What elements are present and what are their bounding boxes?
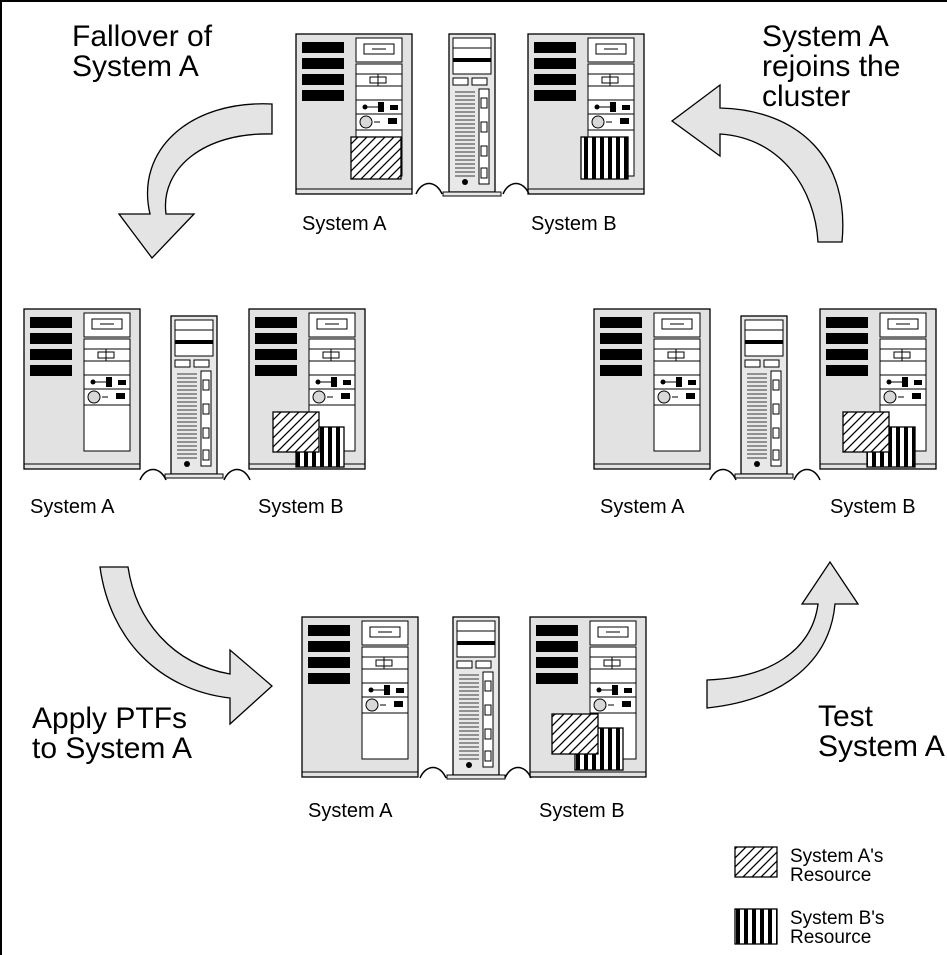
right-system-a-label: System A [600,496,685,518]
resource-a-icon [551,713,599,755]
cable-icon [139,468,167,481]
cable-icon [415,182,443,195]
cable-icon [419,766,447,779]
console-icon [446,616,506,780]
console-icon [164,315,224,479]
bottom-system-b-label: System B [539,800,625,822]
cluster-left [23,308,366,481]
legend-a-swatch [734,846,778,878]
resource-a-icon [842,411,890,453]
right-system-b-label: System B [830,496,916,518]
cable-icon [223,468,251,481]
console-icon [734,315,794,479]
cable-icon [504,766,532,779]
frame-left-border [0,0,2,955]
server-tower-a-icon [593,308,711,470]
resource-b-icon [580,136,629,180]
left-system-b-label: System B [258,496,344,518]
left-system-a-label: System A [30,496,115,518]
server-tower-a-icon [23,308,141,470]
arrow-apply-icon [99,566,273,726]
resource-a-icon [272,411,320,453]
cable-icon [502,182,530,195]
server-tower-a-icon [301,616,419,778]
cable-icon [793,468,821,481]
cluster-top [295,33,645,197]
top-system-a-label: System A [302,213,387,235]
resource-a-icon [350,136,402,180]
cable-icon [709,468,737,481]
legend-b-swatch [734,908,778,945]
arrow-rejoin-icon [670,83,844,243]
bottom-system-a-label: System A [308,800,393,822]
console-icon [442,33,502,197]
frame-top-border [0,0,947,2]
cluster-right [593,308,937,481]
arrow-failover-icon [117,103,273,260]
top-system-b-label: System B [531,213,617,235]
arrow-test-icon [706,560,860,709]
cluster-bottom [301,616,647,780]
